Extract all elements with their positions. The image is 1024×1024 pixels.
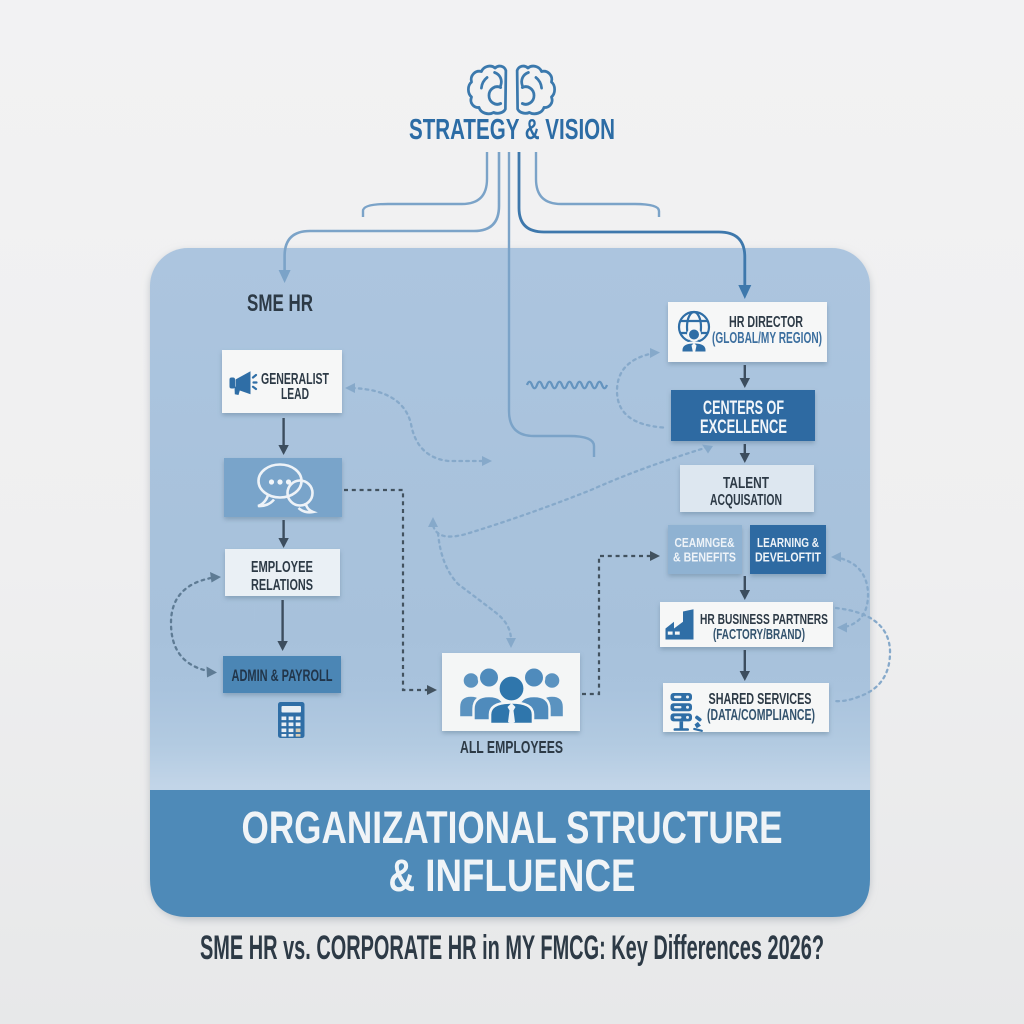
svg-text:HR BUSINESS PARTNERS: HR BUSINESS PARTNERS <box>700 611 828 628</box>
svg-text:TALENT: TALENT <box>723 475 769 492</box>
svg-text:(FACTORY/BRAND): (FACTORY/BRAND) <box>713 626 805 643</box>
svg-text:RELATIONS: RELATIONS <box>251 577 313 594</box>
svg-text:CENTERS OF: CENTERS OF <box>703 398 784 419</box>
svg-text:SME HR vs. CORPORATE HR in MY: SME HR vs. CORPORATE HR in MY FMCG: Key … <box>200 929 824 967</box>
svg-text:SME HR: SME HR <box>247 290 313 317</box>
svg-text:ALL EMPLOYEES: ALL EMPLOYEES <box>460 737 563 757</box>
svg-text:LEARNING &: LEARNING & <box>757 535 819 550</box>
svg-text:STRATEGY & VISION: STRATEGY & VISION <box>409 114 615 146</box>
svg-text:LEAD: LEAD <box>281 386 309 403</box>
svg-text:(DATA/COMPLIANCE): (DATA/COMPLIANCE) <box>707 707 815 724</box>
svg-text:ORGANIZATIONAL STRUCTURE: ORGANIZATIONAL STRUCTURE <box>242 802 783 853</box>
svg-text:HR DIRECTOR: HR DIRECTOR <box>729 314 803 331</box>
svg-text:EMPLOYEE: EMPLOYEE <box>251 559 313 576</box>
svg-text:DEVELOFTIT: DEVELOFTIT <box>755 550 821 565</box>
svg-text:ADMIN & PAYROLL: ADMIN & PAYROLL <box>232 666 333 685</box>
svg-text:ACQUISATION: ACQUISATION <box>710 492 782 509</box>
svg-text:& BENEFITS: & BENEFITS <box>673 550 736 565</box>
svg-text:EXCELLENCE: EXCELLENCE <box>700 417 787 438</box>
svg-text:GENERALIST: GENERALIST <box>261 371 329 388</box>
svg-text:CEAMNGE&: CEAMNGE& <box>675 535 735 550</box>
svg-text:SHARED SERVICES: SHARED SERVICES <box>709 691 812 708</box>
svg-text:(GLOBAL/MY REGION): (GLOBAL/MY REGION) <box>712 330 822 347</box>
svg-text:& INFLUENCE: & INFLUENCE <box>389 850 636 901</box>
